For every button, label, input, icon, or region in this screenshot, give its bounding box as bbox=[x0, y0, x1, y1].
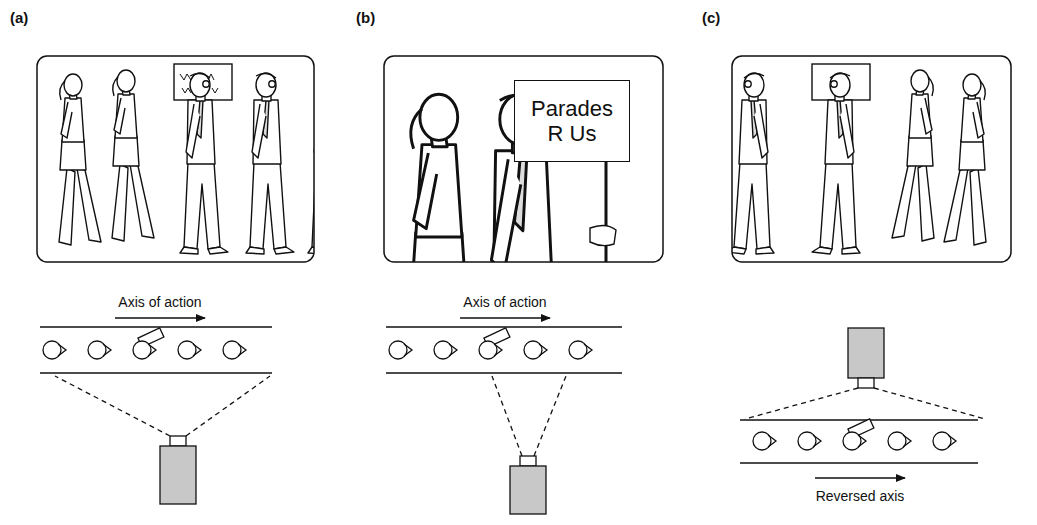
plan-b bbox=[386, 318, 622, 514]
panel-letter: (c) bbox=[702, 10, 720, 26]
axis-label: Axis of action bbox=[118, 294, 201, 310]
panel-frame bbox=[732, 56, 1011, 262]
panel-frame bbox=[384, 56, 663, 262]
axis-label: Reversed axis bbox=[816, 488, 905, 504]
sign-board: Parades R Us bbox=[514, 80, 630, 162]
plan-a bbox=[40, 318, 272, 504]
plan-c bbox=[740, 328, 985, 478]
axis-label: Axis of action bbox=[463, 294, 546, 310]
panel-letter: (a) bbox=[10, 10, 28, 26]
panel-letter: (b) bbox=[356, 10, 375, 26]
panel-a-figures bbox=[59, 64, 314, 254]
panel-frame bbox=[37, 56, 314, 262]
sign-text: Parades R Us bbox=[515, 92, 629, 150]
panel-c-figures bbox=[732, 64, 986, 254]
